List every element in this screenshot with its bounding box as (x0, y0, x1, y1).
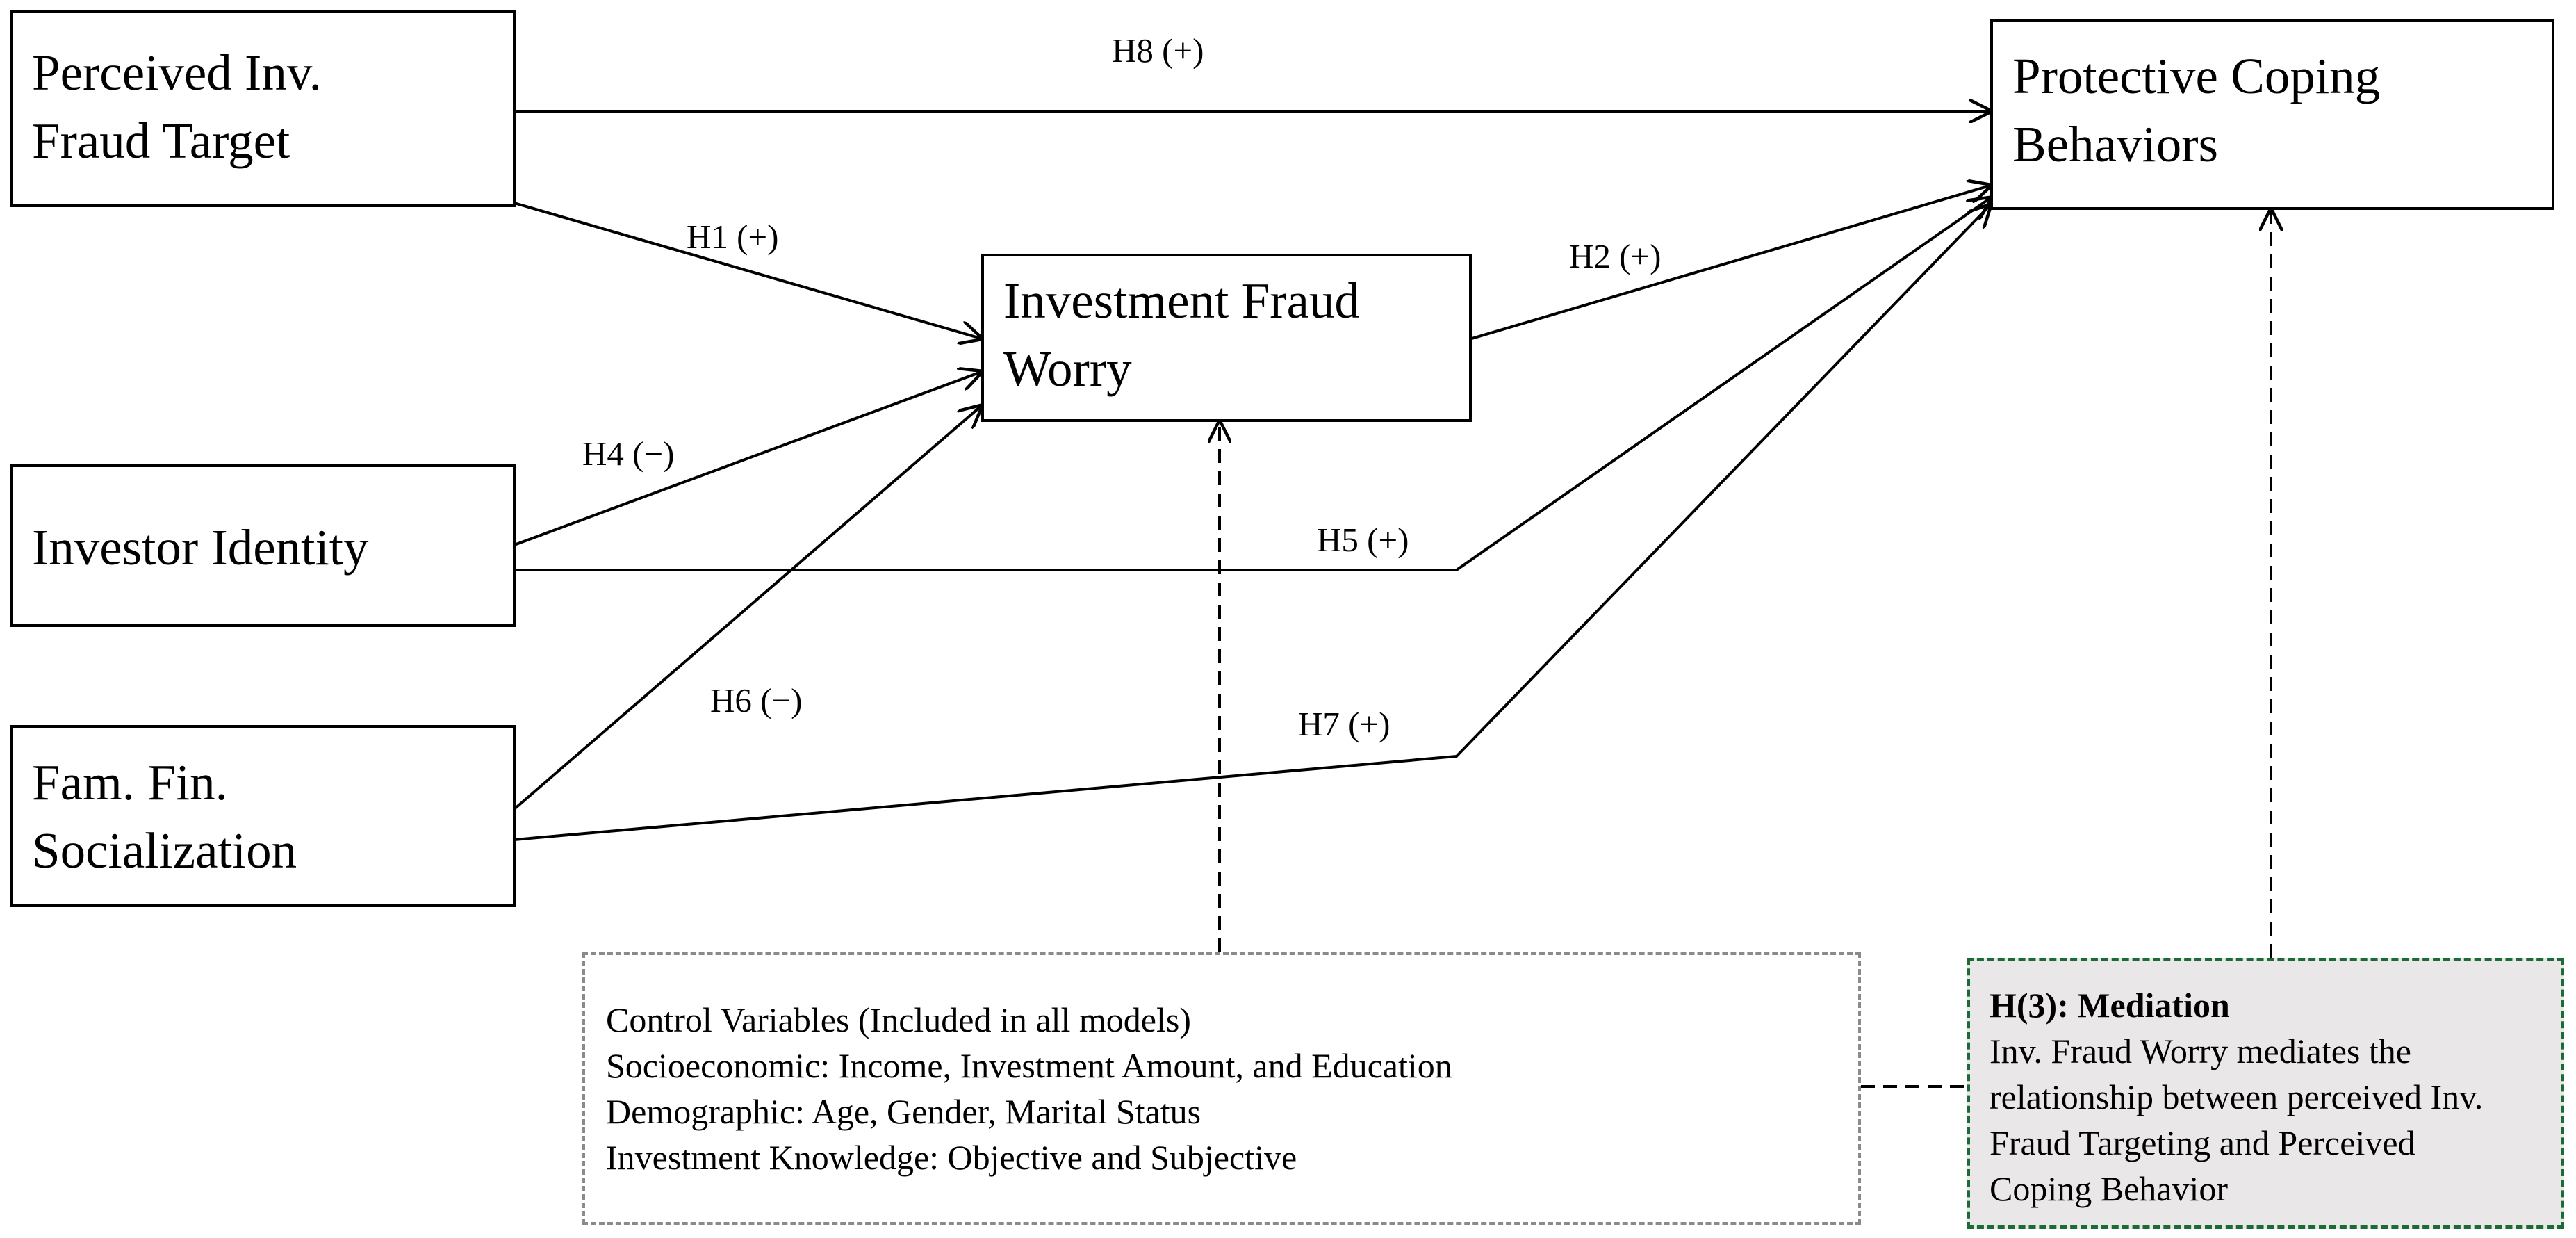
control-variables-box: Control Variables (Included in all model… (582, 952, 1861, 1225)
edge-h4 (514, 372, 981, 546)
edge-h6 (513, 406, 981, 811)
node-label-line: Worry (1003, 341, 1132, 397)
node-protective-coping-behaviors: Protective Coping Behaviors (1990, 19, 2554, 210)
node-investment-fraud-worry: Investment Fraud Worry (981, 254, 1472, 422)
mediation-title: H(3): Mediation (1990, 986, 2230, 1025)
path-label-h5: H5 (+) (1317, 521, 1409, 559)
mediation-line: Inv. Fraud Worry mediates the (1990, 1032, 2411, 1070)
node-label-line: Fraud Target (32, 113, 290, 169)
mediation-line: relationship between perceived Inv. (1990, 1077, 2484, 1116)
edge-h7 (514, 205, 1990, 841)
mediation-line: Fraud Targeting and Perceived (1990, 1123, 2415, 1162)
node-family-financial-socialization: Fam. Fin. Socialization (10, 725, 516, 907)
node-label-line: Behaviors (2012, 116, 2218, 172)
node-investor-identity: Investor Identity (10, 464, 516, 627)
node-label-line: Perceived Inv. (32, 44, 322, 101)
node-label-line: Protective Coping (2012, 48, 2381, 104)
path-label-h7: H7 (+) (1298, 705, 1390, 743)
path-label-h2: H2 (+) (1569, 237, 1662, 275)
node-label-line: Investor Identity (32, 519, 369, 576)
mediation-hypothesis-box: H(3): Mediation Inv. Fraud Worry mediate… (1967, 958, 2564, 1229)
path-label-h1: H1 (+) (687, 218, 779, 256)
control-variables-line: Investment Knowledge: Objective and Subj… (606, 1138, 1297, 1177)
control-variables-line: Control Variables (Included in all model… (606, 1000, 1191, 1039)
edge-h2 (1471, 186, 1990, 340)
edge-h5 (514, 198, 1990, 571)
node-perceived-fraud-target: Perceived Inv. Fraud Target (10, 10, 516, 207)
edge-h1 (514, 202, 981, 339)
node-label-line: Investment Fraud (1003, 272, 1360, 329)
control-variables-line: Demographic: Age, Gender, Marital Status (606, 1092, 1201, 1131)
path-label-h6: H6 (−) (710, 681, 803, 719)
control-variables-line: Socioeconomic: Income, Investment Amount… (606, 1046, 1452, 1085)
path-label-h8: H8 (+) (1112, 31, 1204, 70)
node-label-line: Fam. Fin. (32, 754, 228, 811)
mediation-line: Coping Behavior (1990, 1169, 2229, 1208)
node-label-line: Socialization (32, 822, 297, 879)
path-label-h4: H4 (−) (582, 434, 675, 473)
